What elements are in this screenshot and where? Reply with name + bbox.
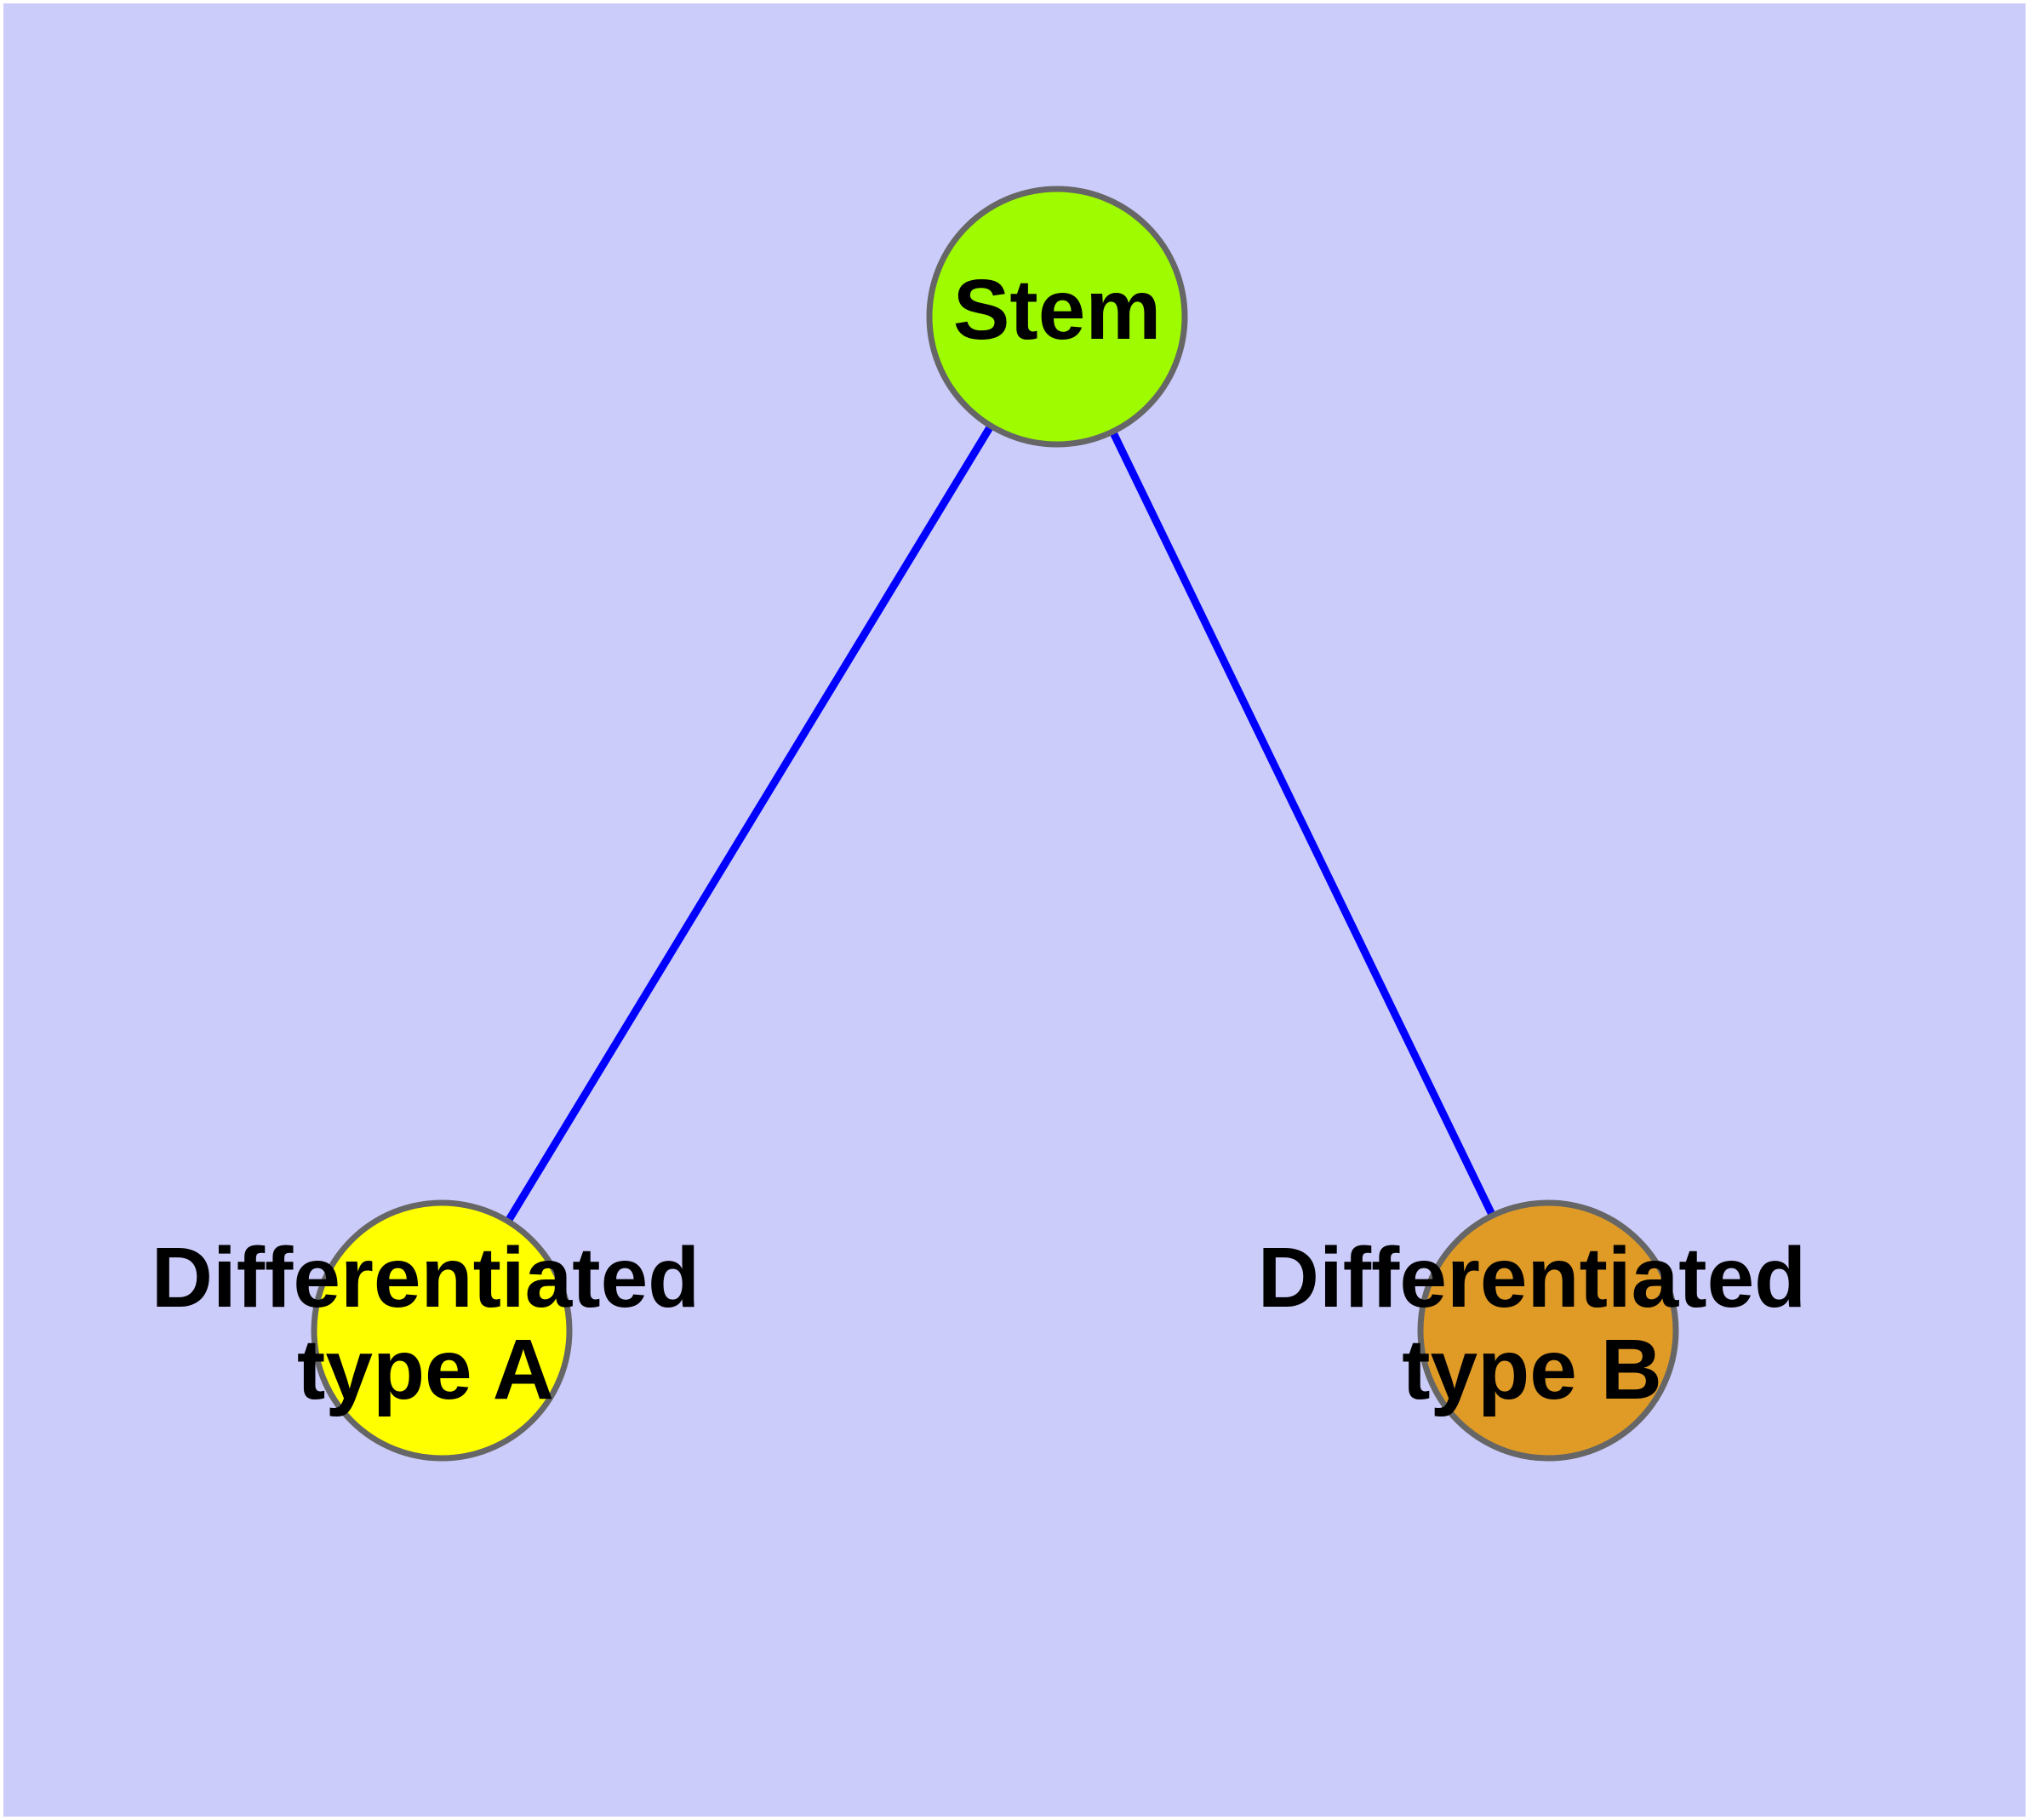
- label-line: Differentiated: [1258, 1230, 1807, 1325]
- graph-node-diff_a[interactable]: [311, 1199, 573, 1462]
- label-line: Differentiated: [151, 1230, 700, 1325]
- graph-node-diff_b[interactable]: [1417, 1199, 1679, 1462]
- nodes-layer: [311, 186, 1679, 1462]
- label-line: Stem: [953, 262, 1162, 358]
- graph-edge-stem-diff_b[interactable]: [1109, 430, 1496, 1217]
- label-line: type A: [297, 1322, 554, 1417]
- graph-node-label-stem: Stem: [953, 262, 1162, 358]
- graph-edge-stem-diff_a[interactable]: [505, 424, 994, 1223]
- edges-layer: [505, 424, 1496, 1223]
- label-line: type B: [1402, 1322, 1662, 1417]
- graph-node-stem[interactable]: [926, 186, 1188, 448]
